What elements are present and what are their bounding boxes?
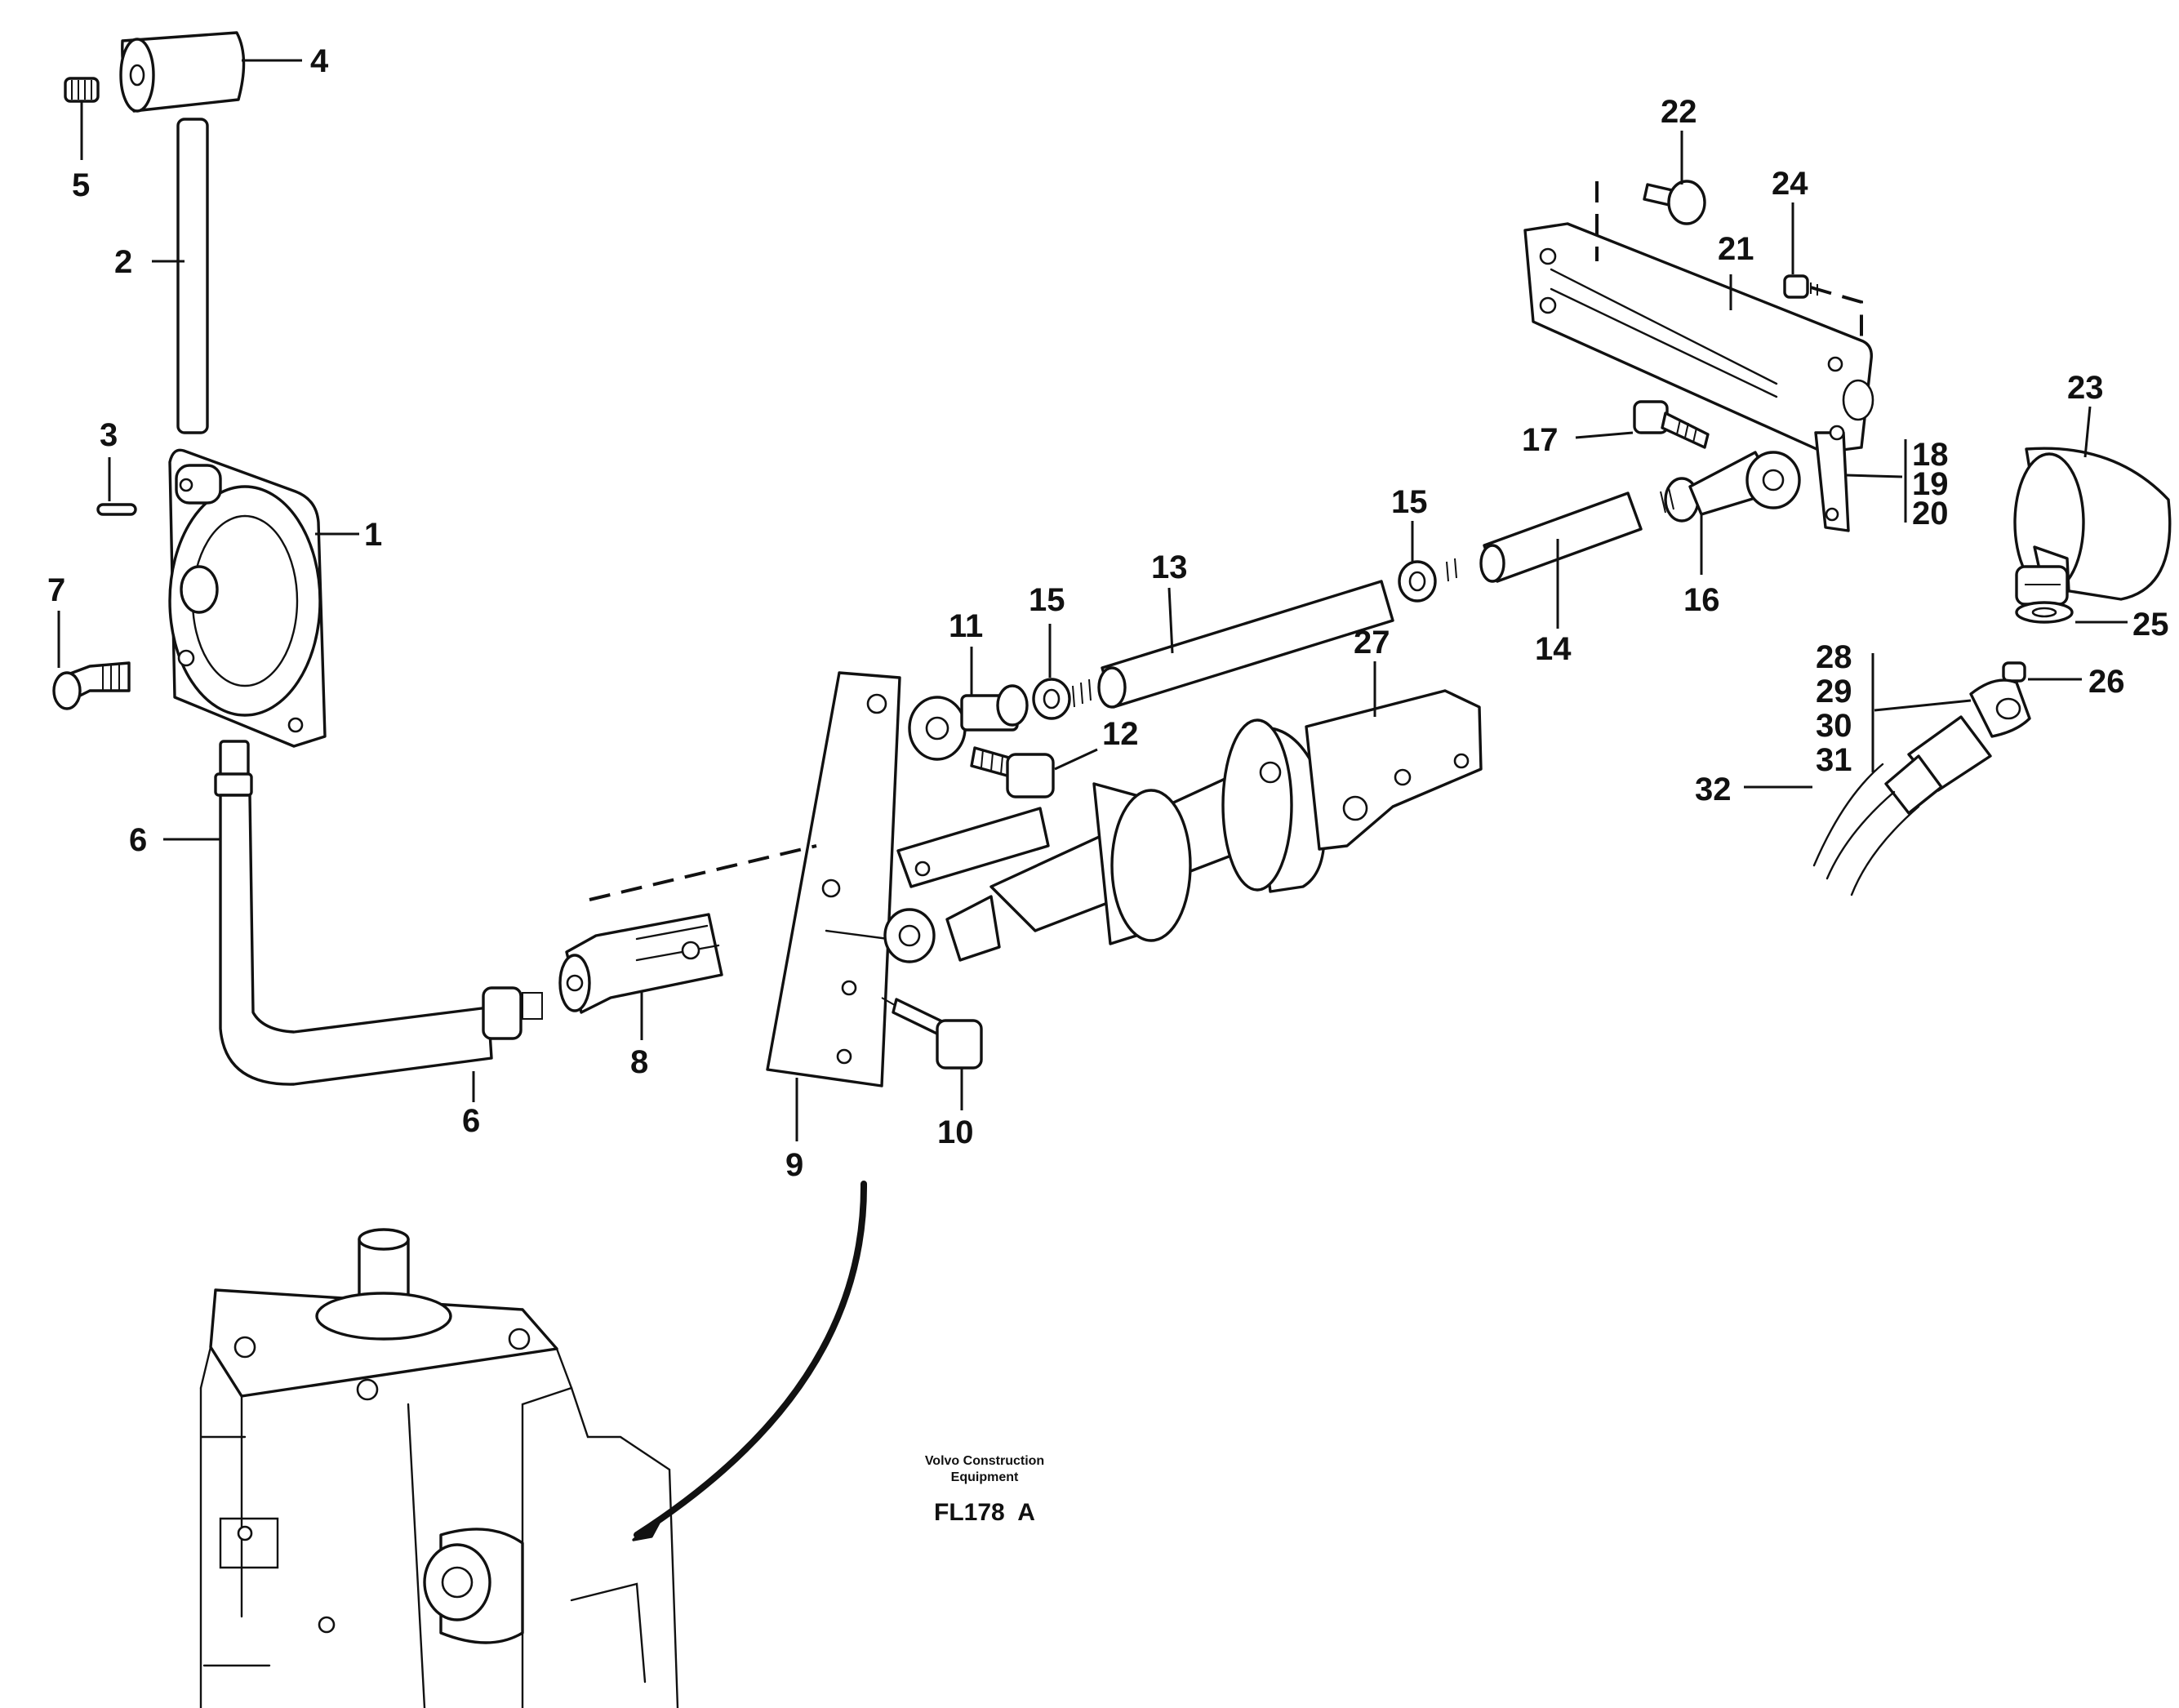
lever-housing-part-1 <box>168 448 327 748</box>
callout-3: 3 <box>100 417 118 453</box>
callout-17: 17 <box>1522 422 1559 458</box>
location-arrow <box>632 1181 868 1541</box>
leader-12 <box>1054 748 1098 771</box>
leader-23 <box>2083 406 2092 458</box>
callout-15a: 15 <box>1029 582 1065 618</box>
callout-32: 32 <box>1695 772 1732 807</box>
leader-28-31 <box>1871 653 1972 772</box>
callout-14: 14 <box>1535 631 1572 667</box>
callout-9: 9 <box>785 1147 803 1183</box>
callout-25: 25 <box>2132 607 2169 643</box>
bolt-part-17 <box>1633 400 1710 449</box>
link-tube-part-13 <box>1097 580 1394 709</box>
leader-17 <box>1575 431 1634 439</box>
hydraulic-cylinder-part-27 <box>883 689 1483 963</box>
callout-11: 11 <box>949 608 983 644</box>
callout-6a: 6 <box>129 822 147 858</box>
callout-24: 24 <box>1772 166 1808 202</box>
leader-13 <box>1167 587 1174 654</box>
callout-18: 18 <box>1912 437 1949 473</box>
callout-12: 12 <box>1102 716 1139 752</box>
sensor-part-23 <box>2013 447 2172 606</box>
callout-29: 29 <box>1816 674 1852 709</box>
washer-part-25 <box>2015 601 2074 624</box>
callout-21: 21 <box>1718 231 1754 267</box>
clevis-part-8 <box>558 913 723 1014</box>
callout-15b: 15 <box>1391 484 1428 520</box>
dashed-line-screw-24 <box>1810 286 1863 343</box>
bolt-part-12 <box>970 746 1055 798</box>
set-screw-part-5 <box>64 77 100 103</box>
pin-part-3 <box>96 503 137 516</box>
callout-8: 8 <box>630 1044 648 1080</box>
callout-2: 2 <box>114 244 132 280</box>
callout-22: 22 <box>1661 94 1697 130</box>
callout-4: 4 <box>310 43 329 79</box>
callout-16: 16 <box>1683 582 1720 618</box>
callout-23: 23 <box>2067 370 2104 406</box>
callout-6b: 6 <box>462 1103 480 1139</box>
callout-28: 28 <box>1816 639 1852 675</box>
callout-10: 10 <box>937 1114 974 1150</box>
link-tube-part-14 <box>1479 491 1643 583</box>
callout-31: 31 <box>1816 742 1852 778</box>
callout-5: 5 <box>72 167 90 203</box>
nut-part-15-left <box>1032 678 1092 720</box>
pump-body <box>199 1228 679 1708</box>
callout-19: 19 <box>1912 466 1949 502</box>
figure-code: FL178 A <box>934 1499 1035 1526</box>
callout-7: 7 <box>47 572 65 608</box>
callout-27: 27 <box>1354 625 1390 661</box>
dashed-line-clevis-to-bracket <box>589 844 817 901</box>
bolt-part-10 <box>881 997 983 1070</box>
bracket-part-9 <box>766 671 901 1088</box>
callout-30: 30 <box>1816 708 1852 744</box>
knob-part-4 <box>119 31 246 113</box>
callout-26: 26 <box>2088 664 2125 700</box>
callout-1: 1 <box>364 517 382 553</box>
callout-20: 20 <box>1912 496 1949 532</box>
plug-part-26 <box>2002 661 2026 683</box>
company-name-line2: Equipment <box>951 1470 1019 1484</box>
bolt-part-7 <box>52 661 131 710</box>
rod-end-part-16 <box>1660 451 1801 523</box>
screw-part-22 <box>1643 180 1706 225</box>
rod-end-part-11 <box>908 684 1029 761</box>
lever-rod-part-2 <box>176 118 209 434</box>
nut-part-15-right <box>1398 558 1457 603</box>
company-name-line1: Volvo Construction <box>925 1454 1044 1468</box>
cable-part-6 <box>214 740 543 1086</box>
leader-18-20 <box>1846 439 1907 523</box>
bracket-part-21 <box>1523 222 1874 532</box>
callout-13: 13 <box>1151 549 1188 585</box>
